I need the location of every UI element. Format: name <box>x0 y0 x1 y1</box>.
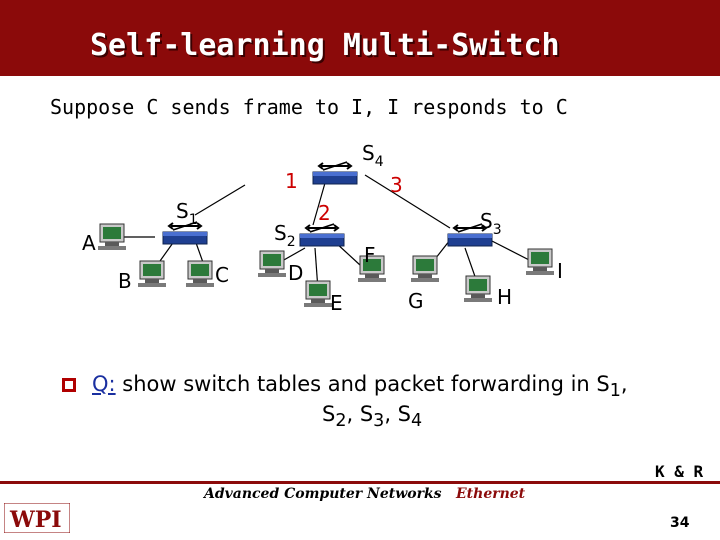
host-label-h: H <box>497 285 512 309</box>
label-s4: S4 <box>362 141 384 170</box>
link-s2-s4 <box>312 182 326 226</box>
question-text: show switch tables and packet forwarding… <box>115 372 610 396</box>
switch-s2-icon <box>299 223 345 247</box>
host-b-icon <box>137 260 167 288</box>
host-d-icon <box>257 250 287 278</box>
slide-title: Self-learning Multi-Switch <box>90 28 560 63</box>
host-h-icon <box>463 275 493 303</box>
host-g-icon <box>410 255 440 283</box>
footer-topic: Ethernet <box>456 486 526 502</box>
host-i-icon <box>525 248 555 276</box>
switch-s1-icon <box>162 221 208 245</box>
host-label-e: E <box>330 291 343 315</box>
host-label-g: G <box>408 289 424 313</box>
page-number: 34 <box>670 515 690 531</box>
header-bar <box>0 0 720 76</box>
label-s2: S2 <box>274 221 296 250</box>
host-label-d: D <box>288 261 303 285</box>
host-label-f: F <box>364 243 376 267</box>
host-e-icon <box>303 280 333 308</box>
label-s1: S1 <box>176 199 198 228</box>
network-diagram: S4 S1 S2 S3 1 2 3 A B C D E F G H I <box>82 141 563 315</box>
host-label-b: B <box>118 269 132 293</box>
bullet-square-icon <box>62 378 76 392</box>
credit-text: K & R <box>655 462 704 481</box>
host-label-i: I <box>557 259 563 283</box>
svg-text:WPI: WPI <box>9 507 62 533</box>
port-label-3: 3 <box>390 173 403 197</box>
wpi-logo: WPI <box>4 503 70 533</box>
question-line-1: Q: show switch tables and packet forward… <box>92 372 628 402</box>
link-s4-s3 <box>364 174 451 229</box>
footer-divider <box>0 481 720 484</box>
link-s1-s4 <box>194 184 246 216</box>
slide-subtitle: Suppose C sends frame to I, I responds t… <box>50 95 568 119</box>
question-line-2: S2, S3, S4 <box>322 402 423 432</box>
host-c-icon <box>185 260 215 288</box>
label-s3: S3 <box>480 209 502 238</box>
port-label-2: 2 <box>318 201 331 225</box>
question-label: Q: <box>92 372 116 396</box>
host-label-c: C <box>215 263 229 287</box>
host-a-icon <box>97 223 127 251</box>
switch-s4-icon <box>312 161 358 185</box>
question-sub1: 1 <box>609 381 621 402</box>
port-label-1: 1 <box>285 169 298 193</box>
footer-course: Advanced Computer Networks <box>204 486 442 502</box>
host-label-a: A <box>82 231 96 255</box>
